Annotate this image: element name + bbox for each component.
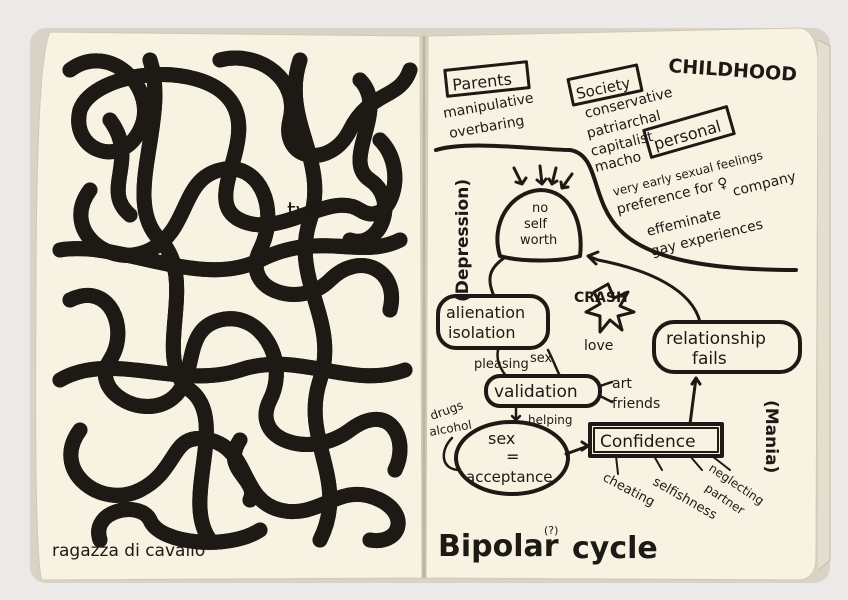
arrow-sex-to-confidence (564, 440, 590, 456)
alienation-line-2: isolation (448, 323, 515, 342)
crash-starburst (584, 282, 636, 334)
no-self-worth-node (495, 188, 583, 263)
validation-label: validation (494, 382, 578, 402)
page-edges (817, 39, 831, 571)
influence-arrows (512, 164, 574, 190)
confidence-label: Confidence (600, 432, 696, 452)
no-self-worth-line-2: self (524, 217, 547, 232)
alienation-line-1: alienation (446, 303, 525, 322)
society-box (566, 63, 644, 107)
arrow-relationship-to-worth (586, 250, 702, 324)
no-self-worth-line-3: worth (520, 233, 557, 248)
doodle-text: tvB (287, 199, 324, 224)
depression-label: (Depression) (453, 179, 473, 302)
validation-node (484, 374, 602, 408)
validation-side-links (598, 380, 614, 404)
trait-connector-lines (615, 455, 731, 475)
drugs-link (442, 436, 462, 472)
helping-label: helping (528, 413, 573, 427)
childhood-boundary-line (434, 143, 798, 272)
arrow-confidence-to-relationship (688, 376, 702, 426)
cycle-title-question: (?) (544, 524, 558, 537)
cycle-title-bipolar: Bipolar (438, 529, 559, 564)
sex-node-line-1: sex (488, 429, 515, 448)
mania-label: (Mania) (761, 400, 781, 473)
confidence-node-inner (593, 427, 719, 453)
relationship-fails-node (652, 320, 802, 374)
relationship-line-2: fails (692, 349, 727, 369)
tangled-lines-doodle (52, 58, 418, 542)
love-label: love (584, 338, 613, 354)
sex-node-line-3: acceptance (466, 468, 553, 486)
left-caption: ragazza di cavallo (52, 541, 205, 561)
alienation-to-validation-links (496, 348, 562, 378)
crash-label: CRASH (574, 290, 628, 306)
pleasing-label: pleasing (474, 357, 529, 372)
sex-node-line-2: = (506, 447, 519, 466)
parents-box (443, 60, 531, 98)
relationship-line-1: relationship (666, 329, 766, 349)
no-self-worth-line-1: no (532, 201, 548, 216)
cycle-title-cycle: cycle (572, 531, 658, 566)
friends-label: friends (612, 396, 660, 412)
art-label: art (612, 376, 632, 392)
personal-box (642, 105, 736, 159)
sex-acceptance-node (454, 420, 570, 496)
sex-link-label: sex (530, 351, 553, 366)
arrow-validation-to-sex (510, 404, 522, 422)
confidence-node (588, 422, 724, 458)
arrow-alienation-to-worth (488, 256, 506, 298)
